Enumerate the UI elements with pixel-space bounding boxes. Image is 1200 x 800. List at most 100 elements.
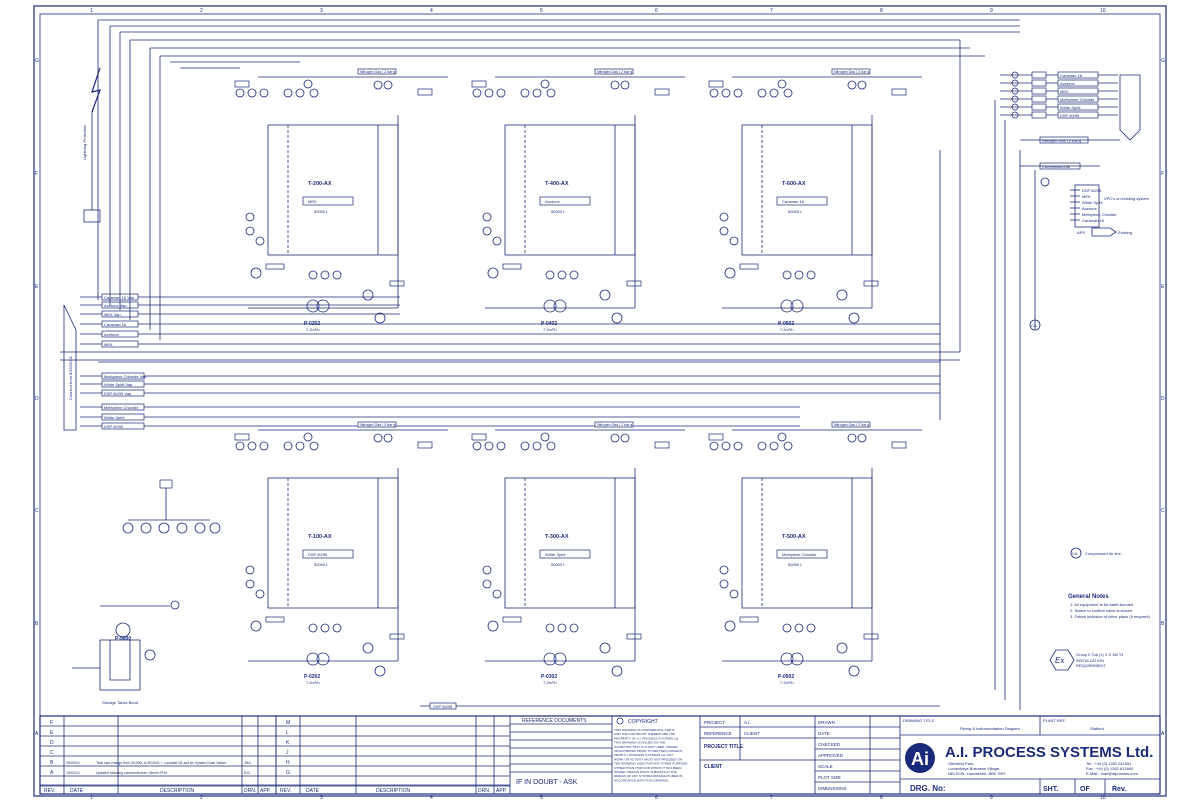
ex-note-line2: INSTALLATION	[1076, 658, 1104, 663]
outer-border	[33, 5, 1167, 797]
nitrogen-label: Nitrogen Gas | 2 bar g	[834, 423, 869, 427]
grid-column-label: 9	[990, 795, 993, 800]
rev-table-header: DATE	[70, 788, 84, 794]
tank-product: DSP 60/95	[308, 552, 328, 557]
tank-volume: 50000 L	[551, 562, 566, 567]
ex-note-line3: REQUIREMENT	[1076, 663, 1106, 668]
tank-vessel	[504, 477, 636, 609]
grid-row-label: A	[1161, 731, 1165, 737]
compressed-air-legend: CA CA Compressed Air line	[1029, 319, 1122, 559]
general-note-item: 1. All equipment to be earth bonded	[1070, 602, 1133, 607]
p9000-label: P-9000	[115, 636, 131, 642]
pump-icon	[543, 652, 557, 666]
pump-id: P-0202	[304, 321, 320, 327]
company-addr3: NELSON, Lancashire, BB9 7DR.	[948, 771, 1006, 776]
pump-flow: 7.2m³/h	[543, 680, 557, 685]
legend-item: Acetone	[1082, 206, 1097, 211]
company-addr1: Glenfield Park,	[948, 761, 974, 766]
pump-id: P-0302	[541, 674, 557, 680]
rev2-cell: H	[286, 760, 290, 766]
pump-icon	[543, 299, 557, 313]
signoff-label: SCALE	[818, 764, 833, 769]
ex-note-line1: Group II Cat (1) 2 G ¢Ø T4	[1076, 652, 1124, 657]
svg-text:Ex: Ex	[1055, 656, 1065, 665]
rev-table-header: REV.	[280, 788, 291, 794]
reference-value: CLIENT	[744, 731, 760, 736]
reference-label: REFERENCE	[704, 731, 732, 736]
company-name: A.I. PROCESS SYSTEMS Ltd.	[945, 744, 1153, 761]
supply-line-label: MEK Vap.	[104, 312, 122, 317]
of-label: OF	[1080, 786, 1090, 793]
company-fax: Fax : +44 (0) 1282 613940	[1086, 766, 1134, 771]
company-email: E-Mail : mail@aiprocess.com	[1086, 771, 1139, 776]
outlet-label: Acetone	[1060, 81, 1075, 86]
project-label: PROJECT	[704, 720, 725, 725]
header-pipes	[60, 19, 1036, 710]
outlet-label: White Spirit	[1060, 105, 1081, 110]
tank-id: T-600-AX	[782, 181, 806, 187]
pump-flow: 7.2m³/h	[780, 680, 794, 685]
tank-volume: 50000 L	[314, 209, 329, 214]
drg-no-label: DRG. No:	[910, 784, 946, 793]
copyright-text: THIS DRAWING IS CONFIDENTIAL AND IT,AND …	[614, 728, 687, 782]
vpcs-label: VPC's on existing system	[1104, 196, 1150, 201]
outlet-label: DSP 60/95	[1060, 113, 1080, 118]
pump-flow: 7.2m³/h	[306, 327, 320, 332]
rev-cell: C	[50, 750, 54, 756]
legend-item: MEK	[1082, 194, 1091, 199]
supply-line-label: MEK	[104, 342, 113, 347]
grid-column-label: 8	[880, 795, 883, 800]
supply-lines-top: Caraman 16 Vap.Acetone Vap.MEK Vap.Caram…	[80, 293, 940, 348]
lightning-protection: Lightning Protection	[82, 67, 101, 223]
tank-volume: 50000 L	[551, 209, 566, 214]
grid-column-label: 5	[540, 8, 543, 14]
tank-id: T-400-AX	[545, 181, 569, 187]
general-notes-title: General Notes	[1068, 594, 1109, 600]
rev-date: 29/03/21	[66, 761, 80, 765]
pump-icon	[306, 299, 320, 313]
supply-line-label: White Spirit	[104, 415, 125, 420]
tank-id: T-500-AX	[782, 534, 806, 540]
rev-drn: JHA	[244, 761, 251, 765]
grid-row-label: G	[35, 58, 39, 64]
rev-table-header: DRN.	[244, 788, 256, 794]
signoff-label: CHECKED	[818, 742, 841, 747]
rev-drn: IDC	[244, 771, 251, 775]
supply-line-label: White Spirit Vap.	[104, 382, 134, 387]
rev2-cell: J	[286, 750, 289, 756]
tank-product: White Spirit	[545, 552, 566, 557]
rev-cell: B	[50, 760, 54, 766]
grid-row-label: B	[1161, 621, 1165, 627]
grid-column-label: 5	[540, 795, 543, 800]
grid-column-label: 7	[770, 8, 773, 14]
signoff-label: PLOT SIZE	[818, 775, 841, 780]
right-nitrogen: Nitrogen Gas | 2 bar g Compressed Air	[1020, 136, 1120, 187]
sump-pump-area: P-9000 Storage Tanks Bund	[72, 479, 221, 705]
rev-table-header: DESCRIPTION	[160, 788, 195, 794]
right-side-arrow	[1119, 74, 1141, 141]
pump-flow: 7.2m³/h	[306, 680, 320, 685]
legend-item: Caraman 16	[1082, 218, 1105, 223]
project-title-label: PROJECT TITLE	[704, 744, 744, 750]
rev-table-header: DESCRIPTION	[376, 788, 411, 794]
drawing-title: Piping & Instrumentation Diagram	[960, 726, 1020, 731]
supply-line-label: DSP 60/95 Vap.	[104, 391, 132, 396]
tank-vessel	[267, 124, 399, 256]
grid-row-label: G	[1161, 58, 1165, 64]
project-value: A.I.	[744, 720, 751, 725]
rev-cell: A	[50, 770, 54, 776]
tank-id: T-100-AX	[308, 534, 332, 540]
bottom-dsp-line: DSP 60/95	[420, 702, 940, 710]
general-note-item: 2. Switch to confirm valve is closed	[1070, 608, 1132, 613]
outlet-label: Caraman 16	[1060, 73, 1083, 78]
rev-table-header: REV.	[44, 788, 55, 794]
outlet-label: Methylene Chloride	[1060, 97, 1095, 102]
grid-row-label: D	[35, 396, 39, 402]
pump-icon	[780, 299, 794, 313]
lightning-label: Lightning Protection	[82, 125, 87, 160]
legend-item: White Spirit	[1082, 200, 1103, 205]
